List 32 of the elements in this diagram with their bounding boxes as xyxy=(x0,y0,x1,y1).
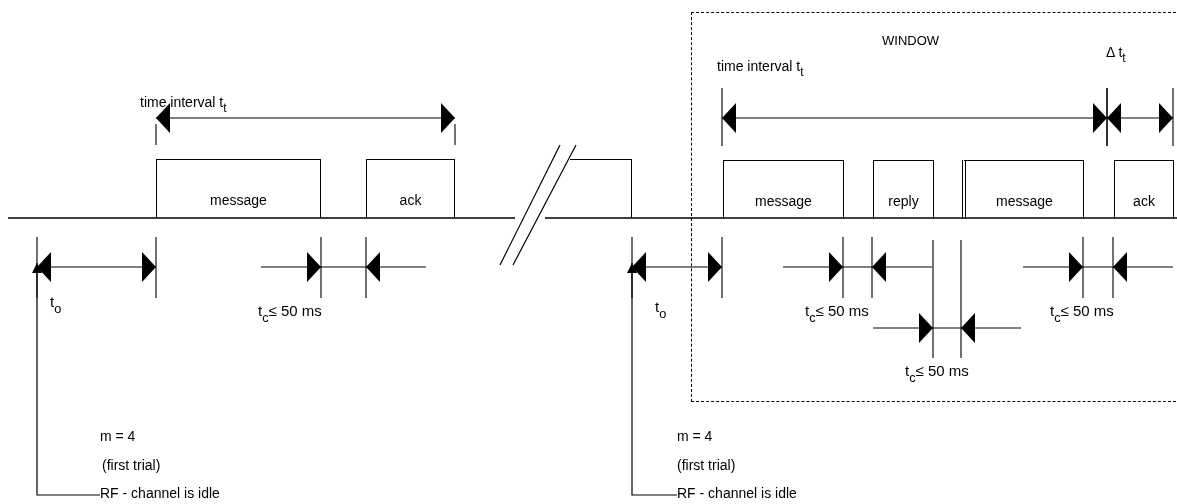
pulse-label: message xyxy=(755,193,812,209)
note-text: m = 4 xyxy=(677,428,713,444)
leader-arrow xyxy=(627,262,678,496)
interval-label: time interval t$_{t}$ xyxy=(140,94,227,116)
note-text: (first trial) xyxy=(102,457,161,473)
caption-text: RF - channel is idle xyxy=(100,485,260,503)
message-pulse xyxy=(156,159,321,218)
note-text: m = 4 xyxy=(100,428,136,444)
ack-pulse xyxy=(366,159,455,218)
ack-pulse xyxy=(1114,160,1174,219)
window-region xyxy=(691,12,1177,402)
interval-label: time interval t$_{t}$ xyxy=(717,58,804,80)
partial-pulse xyxy=(570,159,632,218)
pulse-label: message xyxy=(996,193,1053,209)
reply-pulse xyxy=(873,160,934,219)
note-text: (first trial) xyxy=(677,457,736,473)
message-pulse xyxy=(962,160,1084,219)
pulse-label: message xyxy=(210,192,267,208)
pulse-label: reply xyxy=(888,193,919,209)
leader-arrow xyxy=(32,262,101,496)
pulse-label: ack xyxy=(1133,193,1155,209)
dimension-label: t$_{o}$ xyxy=(50,293,62,316)
dimension-label: t$_{o}$ xyxy=(655,298,667,321)
dimension-label: t$_{c}$≤ 50 ms xyxy=(1050,302,1114,325)
dimension-label: t$_{c}$≤ 50 ms xyxy=(805,302,869,325)
dimension-label: t$_{c}$≤ 50 ms xyxy=(905,362,969,385)
caption-text: RF - channel is idle xyxy=(677,485,837,503)
interval-label: Δ t$_{t}$ xyxy=(1106,44,1126,66)
pulse-label: ack xyxy=(399,192,422,208)
message-pulse xyxy=(723,160,844,219)
dimension-label: t$_{c}$≤ 50 ms xyxy=(258,302,322,325)
region-title: WINDOW xyxy=(882,33,940,48)
